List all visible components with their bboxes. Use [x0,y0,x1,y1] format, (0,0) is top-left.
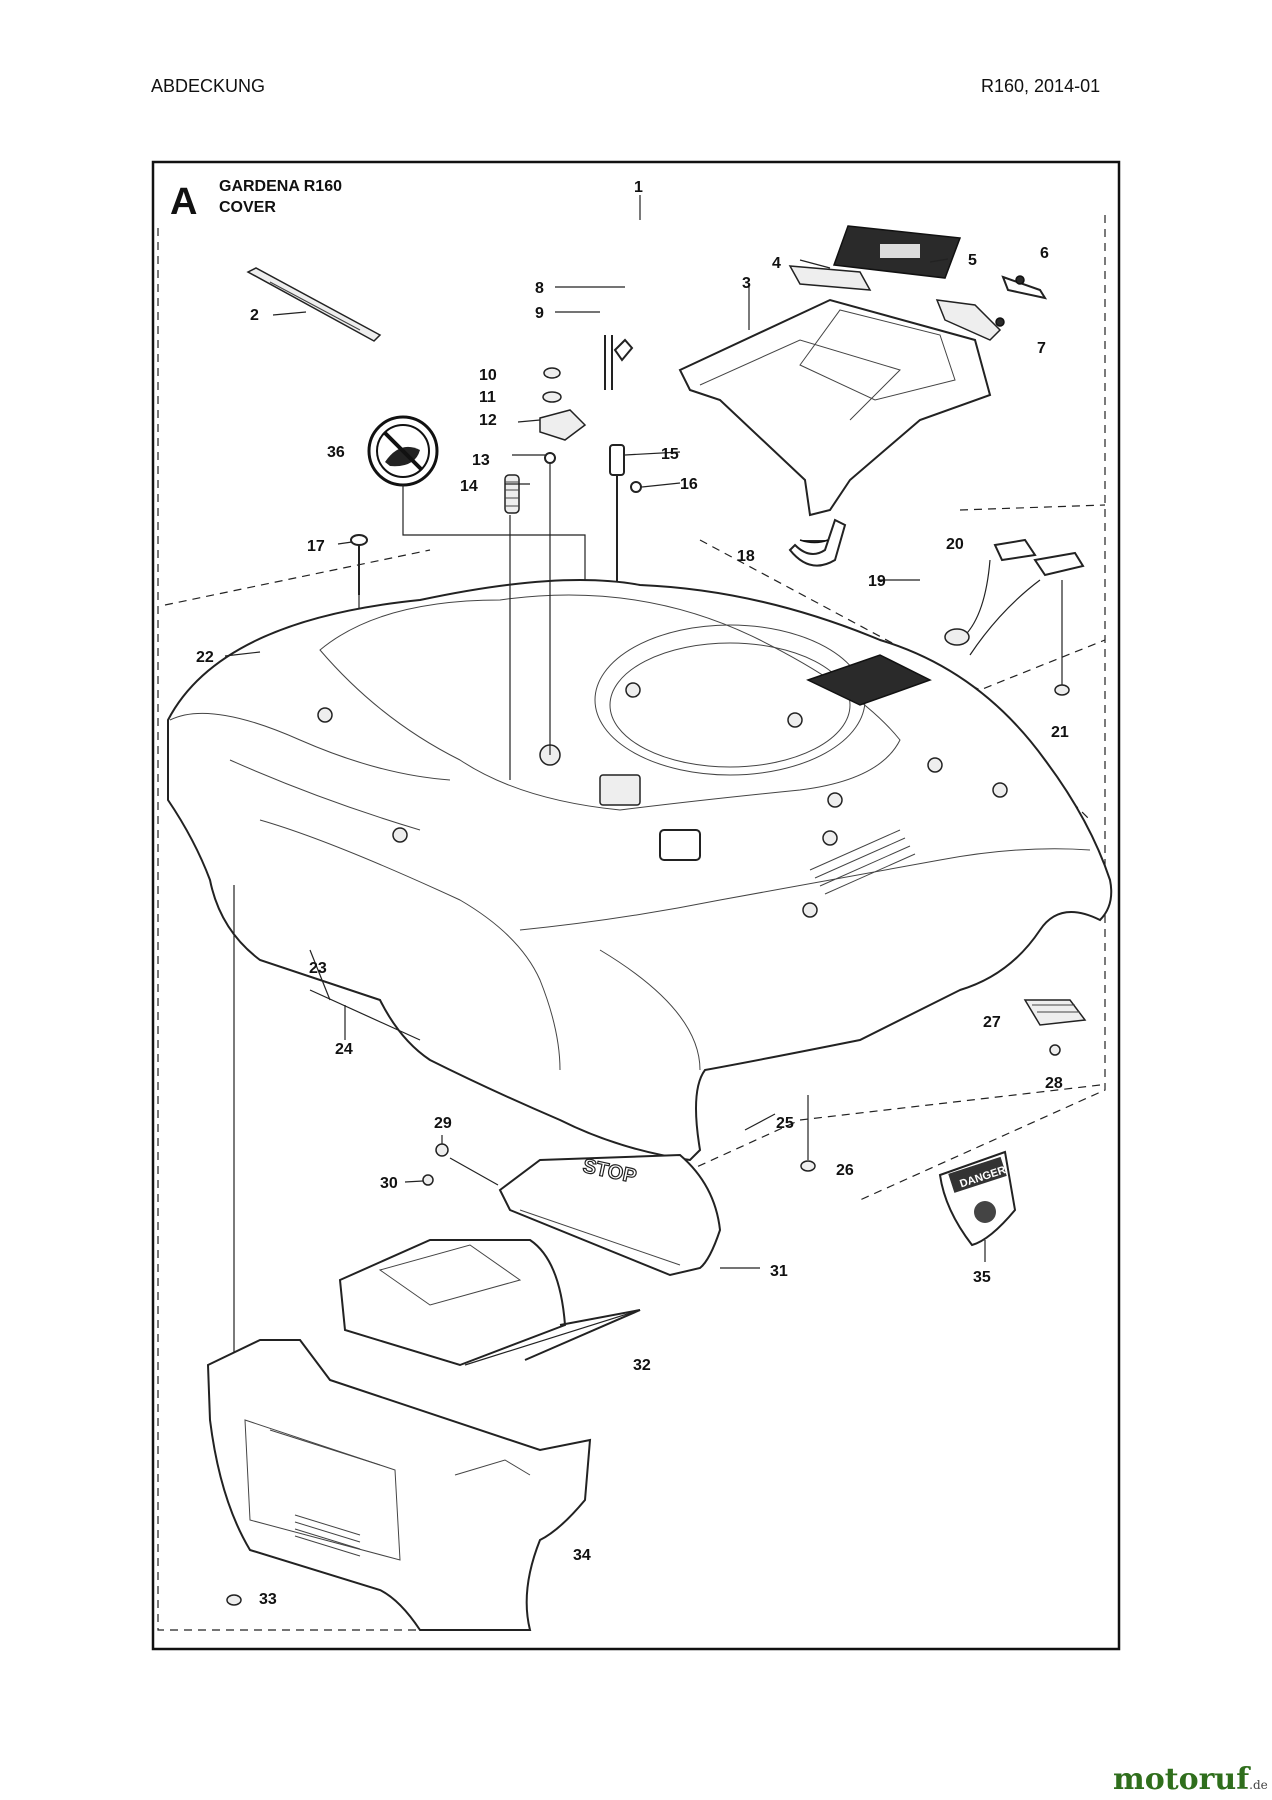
logo-badge-part [788,265,872,291]
callout-16: 16 [680,476,698,493]
watermark-tld: .de [1249,1778,1268,1792]
label-strip-part [246,267,382,342]
frame-32-part [338,1239,641,1367]
callout-20: 20 [946,536,964,553]
callout-22: 22 [196,649,214,666]
callout-33: 33 [259,1591,277,1608]
hinge-pin-part [1001,275,1048,300]
callout-27: 27 [983,1014,1001,1031]
spring-part [504,474,520,514]
callout-31: 31 [770,1263,788,1280]
callout-36: 36 [327,444,345,461]
callout-15: 15 [661,446,679,463]
handle-part [935,299,1005,341]
callout-17: 17 [307,538,325,555]
stop-hatch-part: STOP [498,1153,760,1277]
callout-35: 35 [973,1269,991,1286]
callout-25: 25 [776,1115,794,1132]
callout-7: 7 [1037,340,1046,357]
assembly-boundary-upper [959,504,1106,511]
section-title: ABDECKUNG [151,76,266,96]
bumper-clip-part [788,518,847,567]
screw-30-part [404,1174,434,1186]
callout-23: 23 [309,960,327,977]
danger-sticker-part: DANGER [938,1150,1017,1262]
callout-1: 1 [634,179,643,196]
top-hatch-cover-part [678,298,992,517]
callout-14: 14 [460,478,478,495]
lever-rod-part [604,335,634,390]
diagram-frame [151,160,1121,1651]
callout-32: 32 [633,1357,651,1374]
assembly-boundary-right [859,215,1106,1201]
callout-26: 26 [836,1162,854,1179]
diagram-title: GARDENA R160 [219,178,342,195]
callout-30: 30 [380,1175,398,1192]
callout-5: 5 [968,252,977,269]
callout-3: 3 [742,275,751,292]
nut-21-part [1054,580,1070,696]
height-adjust-knob-stack [539,367,587,441]
callout-9: 9 [535,305,544,322]
diagram-subtitle: COVER [219,199,276,216]
clip-part [544,452,556,464]
nut-33-part [226,1594,242,1606]
assembly-boundary-mid [699,539,1106,691]
screw-16-part [630,481,642,493]
callout-21: 21 [1051,724,1069,741]
watermark-brand: motoruf [1113,1762,1250,1797]
callout-19: 19 [868,573,886,590]
callout-6: 6 [1040,245,1049,262]
pin-29-part [435,1135,449,1157]
nut-26-part [800,1160,816,1172]
callout-12: 12 [479,412,497,429]
assembly-boundary-lower [689,1084,1101,1171]
watermark-logo: motoruf.de [1113,1762,1268,1797]
callout-18: 18 [737,548,755,565]
callout-10: 10 [479,367,497,384]
screw-28-part [1049,1044,1061,1056]
switch-cover-part [1023,999,1087,1026]
callout-24: 24 [335,1041,353,1058]
diagram-letter: A [170,181,197,223]
brand-label-part [832,225,962,279]
assembly-boundary-left [157,228,420,1631]
bumper-vent [294,1514,361,1557]
callout-11: 11 [479,389,496,406]
callout-29: 29 [434,1115,452,1132]
main-body-cover-part [167,579,1113,1162]
vent-grille [809,829,916,895]
assembly-boundary-top [164,549,431,606]
model-date: R160, 2014-01 [981,76,1101,96]
callout-13: 13 [472,452,490,469]
front-bumper-part [206,1339,592,1631]
callout-2: 2 [250,307,259,324]
callout-8: 8 [535,280,544,297]
callout-28: 28 [1045,1075,1063,1092]
callout-34: 34 [573,1547,591,1564]
callout-4: 4 [772,255,781,272]
cable-bracket-part [944,538,1085,656]
